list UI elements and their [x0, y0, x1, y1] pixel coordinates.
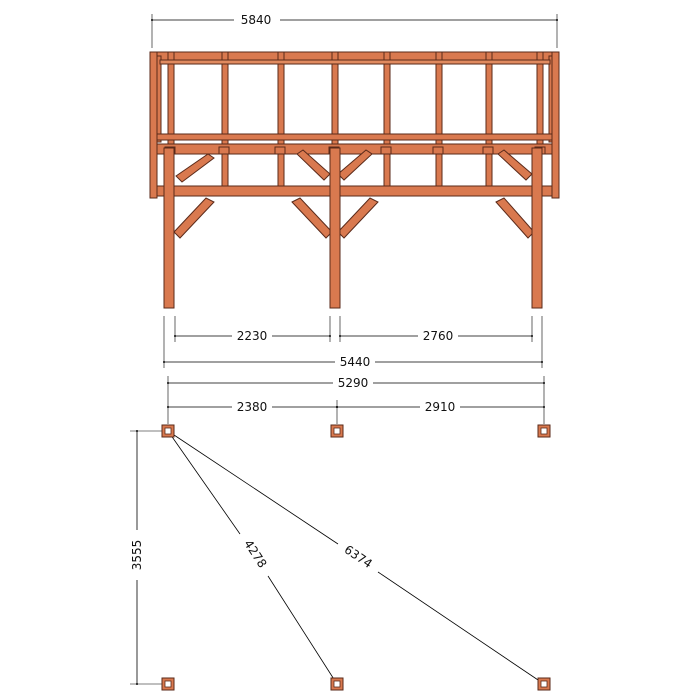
dim-overall-footings: 5290	[167, 376, 545, 424]
deck-beam-upper	[151, 133, 558, 141]
dim-text-span-right: 2760	[423, 329, 454, 343]
post-middle	[329, 147, 341, 309]
frame-end-right	[551, 51, 560, 199]
dim-diagonal-long: 6374	[167, 430, 545, 685]
footing-front-left	[161, 424, 175, 438]
dim-text-depth: 3555	[130, 540, 144, 571]
dim-text-plan-left: 2380	[237, 400, 268, 414]
dim-depth: 3555	[130, 430, 162, 685]
dim-text-span-left: 2230	[237, 329, 268, 343]
inner-rail	[159, 59, 551, 65]
dim-text-overall-footings: 5290	[338, 376, 369, 390]
elevation-view: 5840	[149, 13, 560, 369]
footing-back-middle	[330, 677, 344, 691]
dim-diagonal-short: 4278	[167, 430, 338, 685]
deck-beam	[151, 143, 558, 155]
post-left	[163, 147, 175, 309]
post-right	[531, 147, 543, 309]
plan-view: 5290 2380 2910 3555 4278	[130, 376, 551, 691]
footing-front-middle	[330, 424, 344, 438]
dim-spans-elevation: 2230 2760	[174, 316, 533, 343]
footing-back-right	[537, 677, 551, 691]
top-rail	[151, 51, 558, 61]
dim-text-overall-posts: 5440	[340, 355, 371, 369]
dim-overall-top: 5840	[151, 13, 558, 48]
dim-spans-plan: 2380 2910	[167, 400, 545, 424]
dim-text-diag-long: 6374	[342, 542, 375, 571]
dim-text-overall-top: 5840	[241, 13, 272, 27]
frame-end-left	[149, 51, 158, 199]
upper-braces	[175, 149, 533, 183]
footing-back-left	[161, 677, 175, 691]
footing-front-right	[537, 424, 551, 438]
dim-overall-posts: 5440	[163, 316, 543, 369]
dim-text-diag-short: 4278	[241, 537, 269, 570]
dim-text-plan-right: 2910	[425, 400, 456, 414]
knee-braces	[173, 197, 535, 239]
lower-beam	[151, 185, 558, 197]
